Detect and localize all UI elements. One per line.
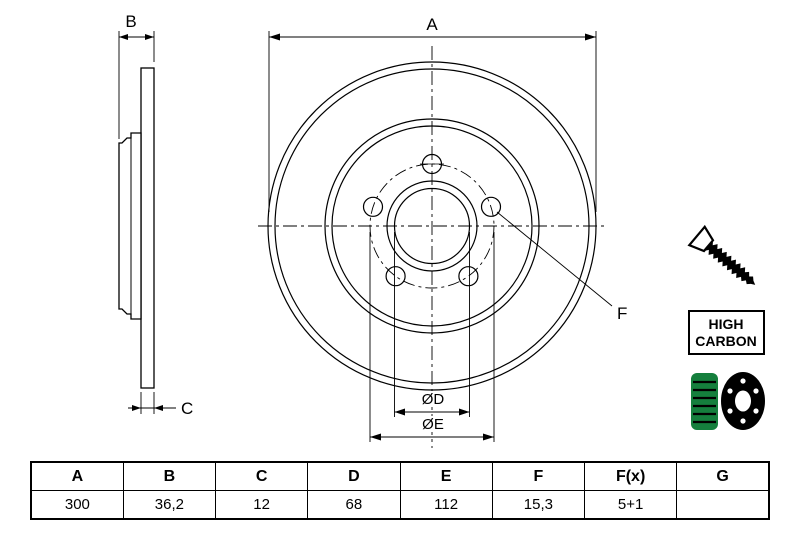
value-fx: 5+1 (583, 490, 678, 520)
high-carbon-line2: CARBON (695, 333, 756, 349)
bolt-hole (362, 196, 384, 217)
disc-hat-profile (118, 132, 142, 320)
value-c: 12 (214, 490, 309, 520)
dim-d-label-bg (412, 391, 453, 407)
value-a: 300 (30, 490, 124, 520)
dimension-labels: A B C F (125, 12, 627, 418)
dim-label-d: ØD (422, 391, 445, 408)
technical-drawing: A B C F ØD ØE HIGH CARBON (118, 12, 765, 448)
value-d: 68 (307, 490, 401, 520)
bolt-hole (480, 196, 502, 217)
coated-brake-disc-icon (691, 372, 765, 430)
disc-plate-profile (140, 67, 155, 389)
dim-label-a: A (426, 15, 438, 34)
dimension-arrows (119, 33, 596, 441)
dim-label-e: ØE (422, 416, 444, 433)
countersunk-screw-icon (687, 224, 756, 285)
dim-e-label-bg (412, 416, 453, 432)
dim-label-b: B (125, 12, 136, 31)
screw-head (687, 224, 715, 253)
disc-icon-center-bore (735, 390, 751, 412)
col-header-c: C (214, 461, 309, 491)
col-header-b: B (122, 461, 217, 491)
centerlines (258, 46, 606, 448)
disc-icon-hat-green (691, 373, 718, 430)
table-header-row: A B C D E F F(x) G (30, 461, 770, 491)
col-header-fx: F(x) (583, 461, 678, 491)
value-f: 15,3 (491, 490, 586, 520)
disc-icon-coating-stripes (693, 380, 716, 424)
high-carbon-box (688, 310, 765, 355)
bolt-hole (385, 266, 406, 287)
dim-label-f: F (617, 304, 627, 323)
dim-label-c: C (181, 399, 193, 418)
value-e: 112 (399, 490, 493, 520)
col-header-d: D (307, 461, 401, 491)
col-header-f: F (491, 461, 586, 491)
leader-line-f (496, 211, 613, 307)
value-b: 36,2 (122, 490, 217, 520)
diameter-labels: ØD ØE (422, 391, 445, 433)
screw-thread (703, 240, 756, 285)
diameter-dim-lines (370, 411, 494, 438)
side-view-cross-section (118, 67, 155, 389)
disc-icon-bolt-holes (727, 378, 759, 424)
dimension-table: A B C D E F F(x) G 300 36,2 12 68 112 15… (30, 461, 770, 520)
col-header-g: G (676, 461, 770, 491)
high-carbon-badge: HIGH CARBON (688, 310, 765, 355)
value-g (676, 490, 770, 520)
high-carbon-line1: HIGH (709, 316, 744, 332)
table-value-row: 300 36,2 12 68 112 15,3 5+1 (30, 490, 770, 520)
bolt-hole (458, 266, 479, 287)
col-header-e: E (399, 461, 493, 491)
col-header-a: A (30, 461, 124, 491)
